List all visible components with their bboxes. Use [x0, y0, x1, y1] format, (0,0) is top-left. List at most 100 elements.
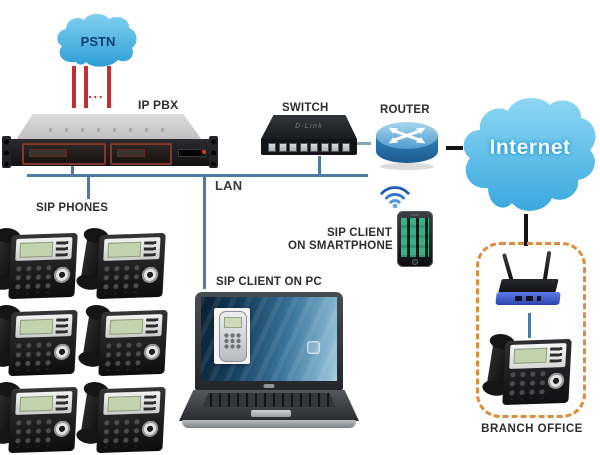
phone-display-panel — [103, 237, 161, 261]
phone-nav-button — [141, 420, 160, 438]
pstn-trunk-line — [84, 66, 88, 108]
router-icon — [376, 122, 438, 170]
laptop-screen-bezel — [195, 292, 343, 390]
server-rack-ear — [2, 136, 11, 168]
phone-nav-button — [547, 372, 566, 390]
laptop-base — [179, 390, 359, 428]
phone-lcd — [107, 395, 142, 412]
laptop-icon — [179, 292, 359, 432]
ethernet-port — [278, 142, 287, 152]
phone-nav-button — [53, 420, 72, 438]
router-arrows-icon — [388, 127, 426, 144]
ethernet-port — [320, 142, 329, 152]
phone-side-keys — [55, 395, 69, 411]
branch-sip-phone-icon — [485, 330, 572, 406]
phone-keypad — [102, 418, 145, 448]
laptop-trackpad — [251, 410, 291, 417]
softphone-keypad — [224, 333, 242, 350]
phone-body — [8, 232, 78, 300]
internet-branch-link — [524, 214, 528, 246]
phone-lcd — [19, 318, 54, 335]
laptop-front-edge — [182, 420, 356, 428]
switch-top-panel: D-Link — [261, 115, 357, 139]
branch-wireless-router-icon — [493, 250, 565, 312]
server-top-panel — [16, 114, 202, 140]
phone-body — [96, 232, 166, 300]
ethernet-port — [331, 142, 339, 152]
phone-lcd — [107, 241, 142, 258]
sip-phone-icon — [81, 301, 168, 377]
phone-lcd — [19, 241, 54, 258]
laptop-keyboard — [203, 393, 335, 407]
pstn-cloud-icon: PSTN — [52, 12, 144, 72]
switch-icon: D-Link — [261, 115, 357, 157]
sip-client-smartphone-label: SIP CLIENT ON SMARTPHONE — [288, 227, 393, 253]
branch-office-boundary — [476, 242, 586, 418]
phone-keypad — [508, 370, 551, 400]
ethernet-port — [341, 142, 350, 152]
sip-client-smartphone-line1: SIP CLIENT — [326, 227, 392, 239]
phone-keypad — [14, 418, 57, 448]
phone-side-keys — [549, 347, 563, 363]
phone-display-panel — [103, 391, 161, 415]
phone-lcd — [513, 347, 548, 364]
ethernet-port — [268, 142, 276, 152]
phone-side-keys — [145, 318, 159, 334]
ethernet-port — [289, 142, 297, 152]
switch-label: SWITCH — [282, 102, 329, 114]
smartphone-softphone-screen — [401, 218, 429, 257]
internet-cloud-icon — [456, 90, 600, 222]
hp-logo — [307, 341, 320, 354]
laptop-display — [201, 297, 337, 381]
phone-side-keys — [55, 241, 69, 257]
branch-router-top — [498, 279, 559, 293]
sip-phone-icon — [0, 224, 78, 300]
sip-phones-label: SIP PHONES — [36, 202, 109, 214]
phone-display-panel — [15, 391, 73, 415]
branch-router-phone-link — [528, 313, 531, 338]
switch-ports — [261, 139, 357, 155]
smartphone-icon — [397, 211, 433, 267]
router-antenna — [542, 250, 552, 282]
smartphone-speaker — [410, 214, 420, 216]
phone-side-keys — [55, 318, 69, 334]
phone-body — [98, 309, 168, 377]
internet-cloud-shape — [463, 98, 596, 211]
sip-client-smartphone-line2: ON SMARTPHONE — [288, 240, 393, 252]
phone-body — [8, 386, 78, 454]
phone-display-panel — [105, 314, 163, 338]
phone-body — [8, 309, 78, 377]
phone-display-panel — [15, 237, 73, 261]
ip-pbx-label: IP PBX — [138, 98, 179, 112]
pstn-trunk-line — [107, 66, 111, 108]
phone-nav-button — [53, 266, 72, 284]
pstn-cloud-shape — [57, 13, 137, 67]
pbx-lan-link — [71, 158, 74, 174]
server-power-led — [202, 150, 206, 154]
phone-nav-button — [53, 343, 72, 361]
internet-label: Internet — [489, 136, 571, 159]
sip-client-pc-label: SIP CLIENT ON PC — [216, 276, 322, 288]
smartphone-home-button — [412, 259, 418, 265]
laptop-brand-badge — [263, 384, 275, 388]
phone-body — [96, 386, 166, 454]
sip-phone-icon — [0, 378, 78, 454]
phones-lan-link — [87, 177, 90, 199]
branch-office-label: BRANCH OFFICE — [481, 423, 583, 435]
server-drive-tray — [22, 143, 106, 165]
phone-side-keys — [143, 241, 157, 257]
ethernet-port — [299, 142, 308, 152]
phone-side-keys — [143, 395, 157, 411]
sip-phone-icon — [79, 378, 166, 454]
softphone-lcd — [224, 317, 242, 328]
switch-router-link — [357, 142, 371, 145]
phone-keypad — [102, 264, 145, 294]
server-rack-ear — [209, 136, 218, 168]
phone-lcd — [19, 395, 54, 412]
pstn-label: PSTN — [80, 34, 116, 49]
server-drive-tray — [110, 143, 172, 165]
phone-lcd — [109, 318, 144, 335]
lan-bus-line — [27, 174, 368, 177]
sip-phone-icon — [0, 301, 78, 377]
